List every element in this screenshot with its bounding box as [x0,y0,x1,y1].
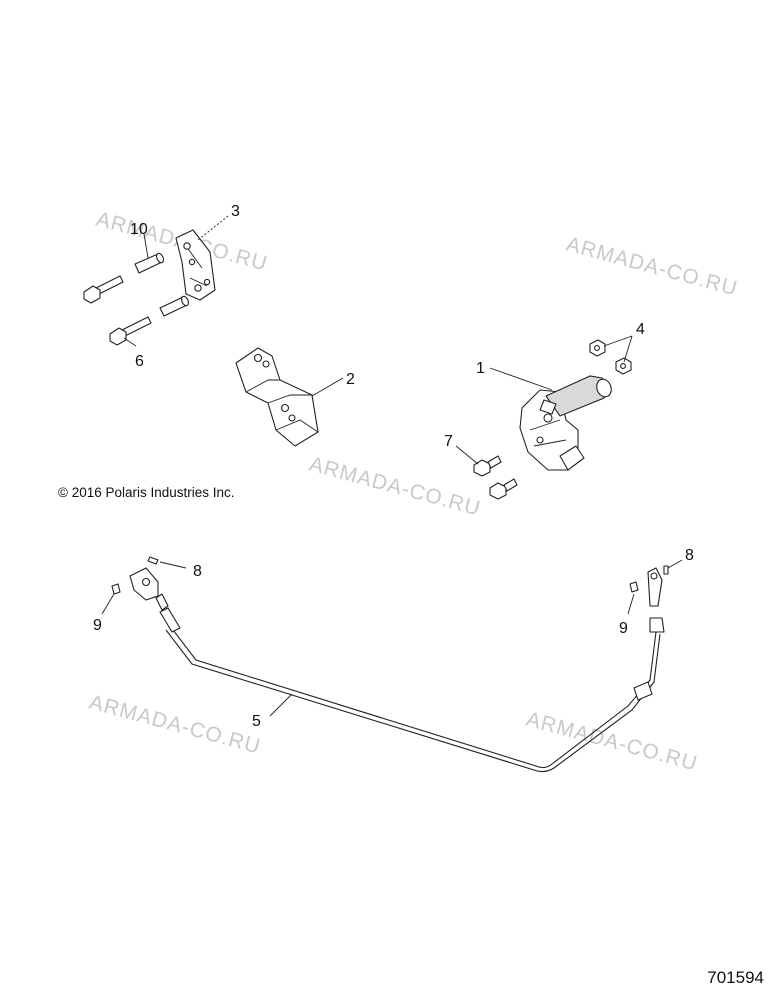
callout-4: 4 [636,321,645,338]
watermark-2: ARMADA-CO.RU [564,233,740,301]
callout-8-left: 8 [193,563,202,580]
callout-10: 10 [130,221,148,238]
callout-5: 5 [252,713,261,730]
callout-9-right: 9 [619,620,628,637]
pin-left [111,583,121,595]
callout-1: 1 [476,360,485,377]
bracket-hole [194,284,202,292]
callout-3: 3 [231,203,240,220]
copyright-notice: © 2016 Polaris Industries Inc. [58,485,235,500]
bracket-hole [183,242,191,250]
watermark-3: ARMADA-CO.RU [307,453,483,521]
pin-right [629,581,639,593]
handle-foot [559,445,585,471]
right-clevis [627,559,683,615]
handle-bolts [455,445,518,500]
callout-7: 7 [444,433,453,450]
callouts: 1 2 3 4 5 6 7 8 8 9 9 10 [93,203,694,730]
mounting-bracket [235,347,344,447]
callout-9-left: 9 [93,617,102,634]
pivot-bracket-assembly [83,215,229,347]
brake-handle-assembly [489,367,612,471]
clip-left [147,556,159,565]
cable-fitting-right [649,617,665,633]
clip-right [663,565,669,575]
callout-2: 2 [346,371,355,388]
brake-cable [155,593,665,773]
callout-6: 6 [135,353,144,370]
bracket-hole [203,278,211,286]
callout-8-right: 8 [685,547,694,564]
drawing-number: 701594 [707,968,764,987]
left-clevis [101,556,187,615]
bracket-hole [188,258,196,266]
nuts [589,335,633,375]
cable-fitting-left [159,607,181,633]
watermark-4: ARMADA-CO.RU [87,691,263,759]
